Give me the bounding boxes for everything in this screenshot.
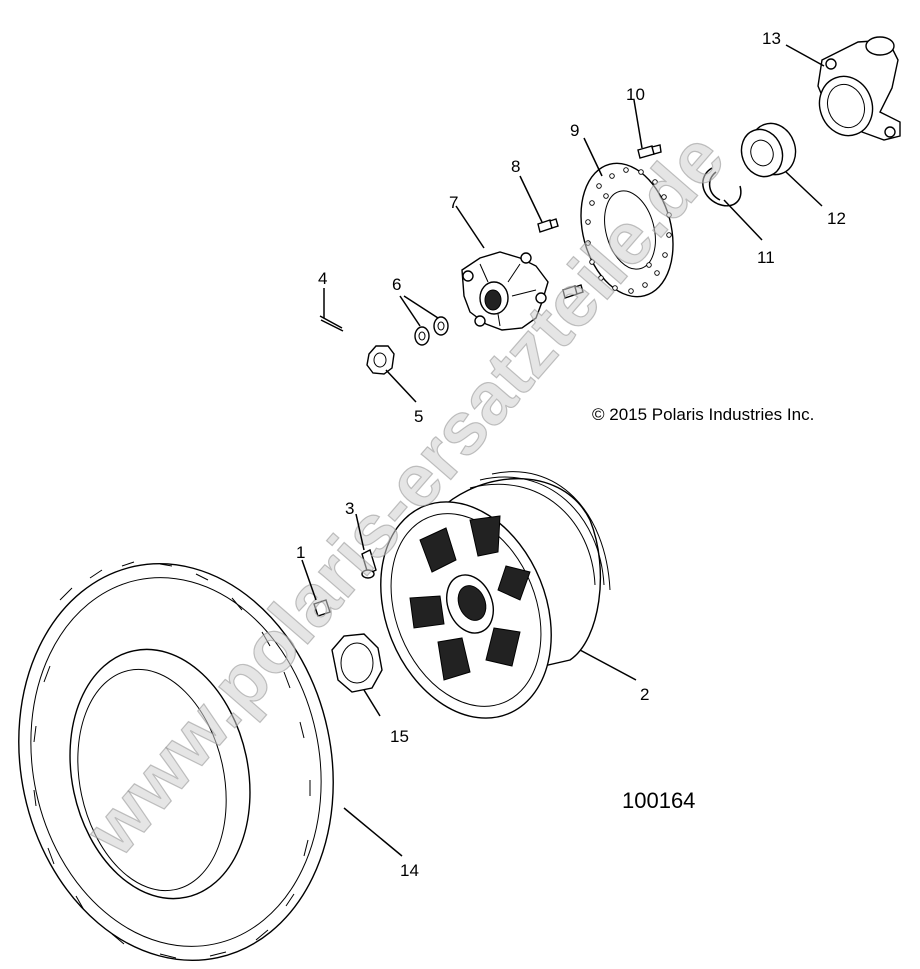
callout-1: 1 bbox=[296, 543, 305, 562]
callout-4: 4 bbox=[318, 269, 327, 288]
leader-lines bbox=[301, 44, 825, 857]
callout-7: 7 bbox=[449, 193, 458, 212]
callouts: 1 2 3 4 5 6 7 8 9 10 11 12 13 14 15 bbox=[296, 29, 846, 880]
callout-6: 6 bbox=[392, 275, 401, 294]
part-2-wheel-rim bbox=[380, 471, 611, 719]
copyright-notice: © 2015 Polaris Industries Inc. bbox=[592, 405, 814, 424]
callout-12: 12 bbox=[827, 209, 846, 228]
part-3-valve-stem bbox=[361, 549, 377, 579]
part-12-bearing bbox=[740, 122, 797, 178]
callout-3: 3 bbox=[345, 499, 354, 518]
callout-8: 8 bbox=[511, 157, 520, 176]
part-13-bearing-carrier bbox=[817, 36, 901, 141]
part-5-castle-nut bbox=[366, 345, 395, 375]
callout-14: 14 bbox=[400, 861, 419, 880]
callout-11: 11 bbox=[757, 248, 775, 267]
part-15-hub-cap bbox=[331, 633, 383, 693]
callout-15: 15 bbox=[390, 727, 409, 746]
callout-9: 9 bbox=[570, 121, 579, 140]
watermark: www.polaris-ersatzteile.de bbox=[69, 117, 740, 872]
callout-10: 10 bbox=[626, 85, 645, 104]
part-10-bolt bbox=[637, 144, 662, 159]
part-7-hub bbox=[461, 251, 549, 331]
diagram-number: 100164 bbox=[622, 788, 695, 813]
part-9-brake-disc bbox=[580, 162, 674, 298]
part-4-cotter-pin bbox=[319, 315, 344, 332]
part-11-retaining-ring bbox=[702, 167, 742, 207]
callout-2: 2 bbox=[640, 685, 649, 704]
callout-5: 5 bbox=[414, 407, 423, 426]
part-14-tire bbox=[18, 561, 334, 961]
part-8-bolts bbox=[537, 218, 584, 299]
part-1-valve-cap bbox=[313, 599, 331, 617]
part-6-washers bbox=[414, 316, 449, 346]
callout-13: 13 bbox=[762, 29, 781, 48]
